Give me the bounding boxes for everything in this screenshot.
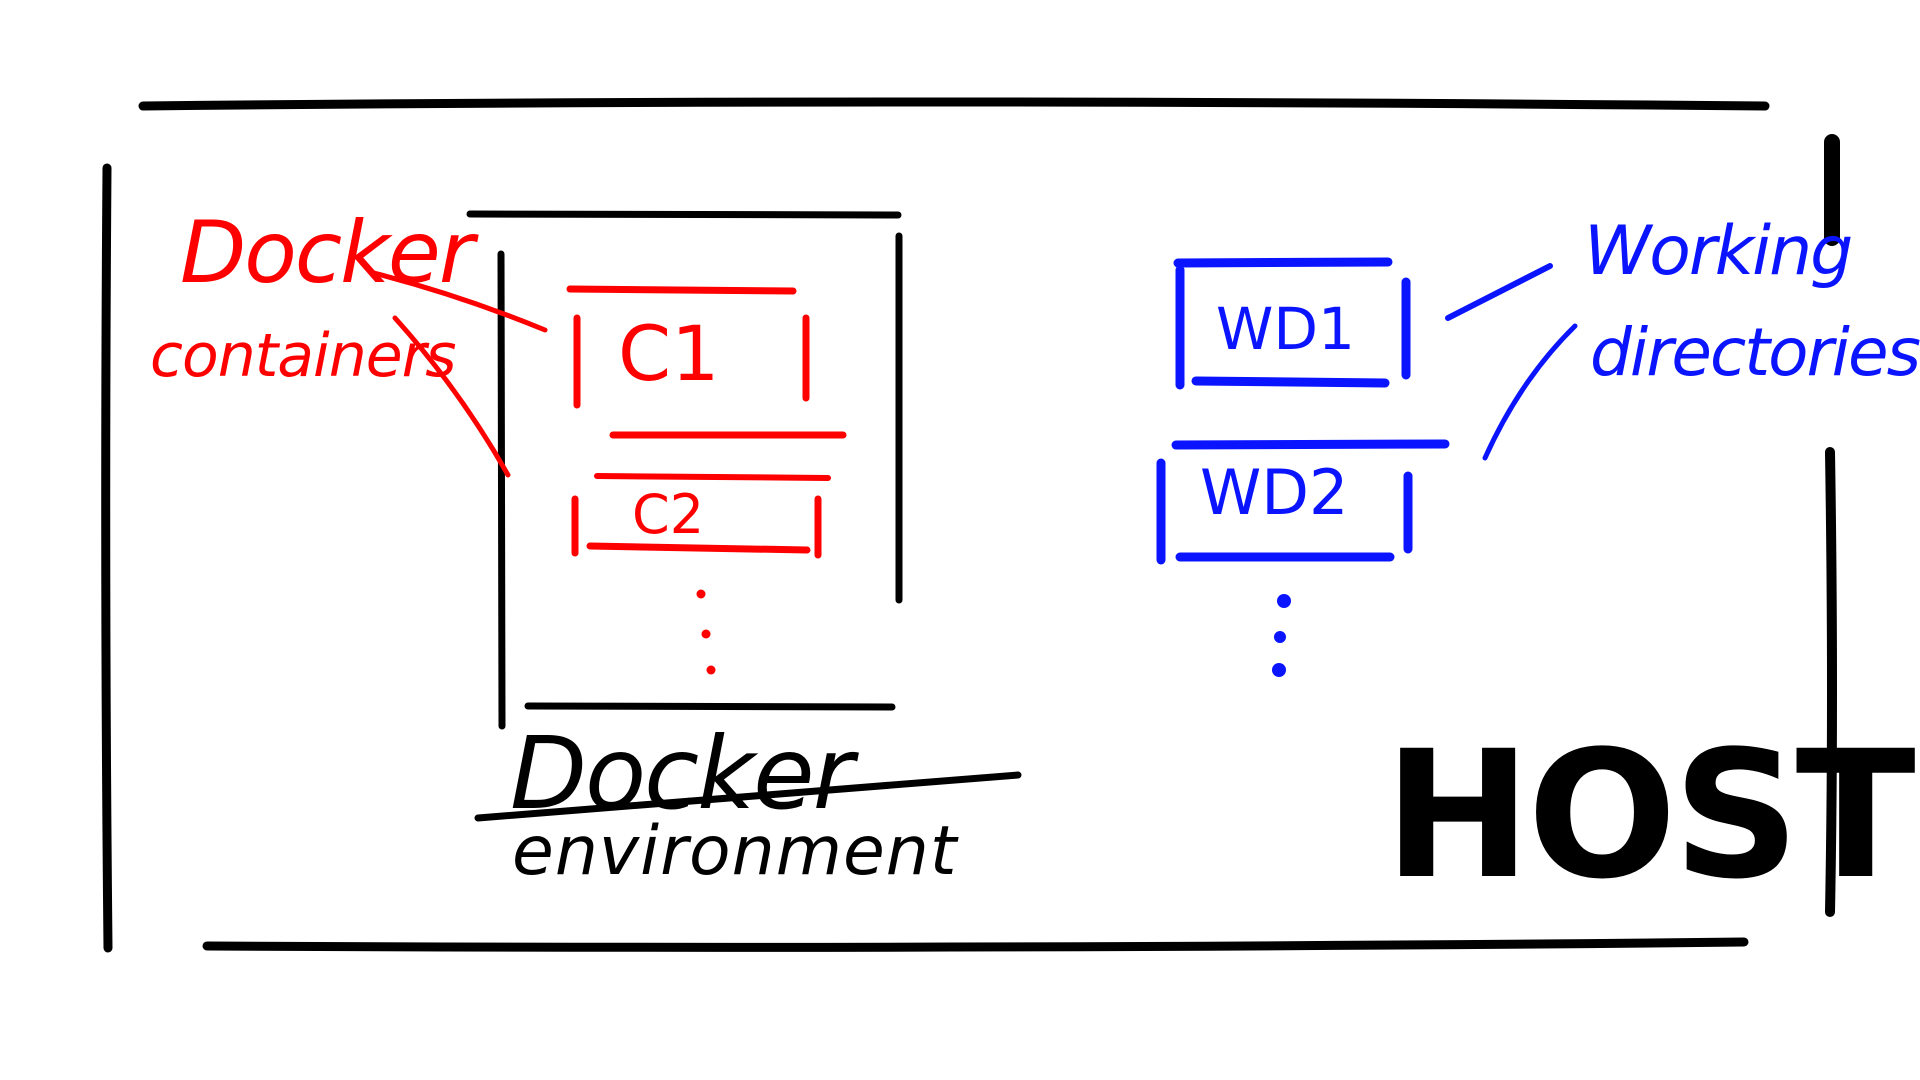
docker-environment-label-line1: Docker bbox=[510, 715, 854, 832]
docker-environment-box bbox=[466, 210, 903, 730]
docker-env-label-underline bbox=[474, 771, 1022, 822]
docker-env-bottom bbox=[524, 702, 896, 711]
container-c1-box bbox=[566, 285, 847, 439]
working-directories-label-line1: Working bbox=[1584, 212, 1853, 291]
host-frame bbox=[101, 97, 1840, 953]
container-pointer-lines bbox=[367, 269, 548, 478]
docker-env-left bbox=[497, 250, 506, 730]
docker-containers-label-line1: Docker bbox=[180, 203, 474, 303]
container-c2-box bbox=[571, 473, 831, 559]
working-directories-label-line2: directories bbox=[1590, 314, 1920, 391]
host-frame-top bbox=[138, 97, 1770, 111]
wd-ellipsis bbox=[1272, 594, 1291, 677]
wd2-label: WD2 bbox=[1200, 456, 1349, 529]
host-frame-left bbox=[101, 163, 113, 953]
docker-env-top bbox=[466, 210, 902, 219]
wd1-box bbox=[1173, 257, 1411, 390]
container-ellipsis bbox=[696, 589, 716, 675]
host-frame-bottom bbox=[202, 937, 1749, 952]
container-c2-label: C2 bbox=[632, 483, 705, 546]
host-frame-right-lower bbox=[1825, 447, 1837, 917]
docker-containers-label-line2: containers bbox=[150, 321, 457, 391]
wd1-label: WD1 bbox=[1216, 295, 1355, 363]
wd2-box bbox=[1156, 439, 1450, 565]
container-c1-label: C1 bbox=[618, 309, 720, 398]
docker-environment-label-line2: environment bbox=[512, 812, 958, 891]
host-label: HOST bbox=[1384, 713, 1916, 918]
wd-pointer-lines bbox=[1445, 263, 1578, 461]
